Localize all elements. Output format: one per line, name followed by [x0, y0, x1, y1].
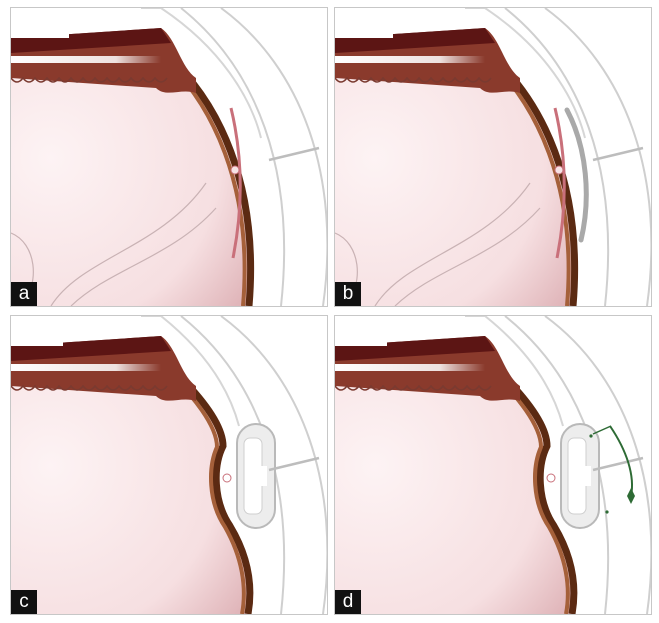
lens-highlight [335, 364, 485, 371]
top-white-mask [11, 8, 69, 38]
panel-d: d [334, 315, 652, 615]
buckle-notch [579, 466, 591, 486]
top-white-mask [335, 316, 387, 346]
suture-entry-bottom [605, 510, 608, 513]
suture [610, 426, 632, 496]
suture-bar [593, 426, 611, 434]
retinal-break [223, 474, 231, 482]
panel-label-c: c [11, 590, 37, 614]
muscle-marker [593, 458, 643, 470]
panel-a: a [10, 7, 328, 307]
lens-highlight [11, 56, 161, 63]
buckle-notch [255, 466, 267, 486]
eye-cross-section-d [335, 316, 651, 614]
panel-label-b: b [335, 282, 361, 306]
muscle-marker [269, 148, 319, 160]
top-white-mask [335, 8, 393, 38]
muscle-marker [593, 148, 643, 160]
eye-cross-section-a [11, 8, 327, 306]
eye-cross-section-c [11, 316, 327, 614]
retinal-break [231, 166, 239, 174]
fundus [335, 48, 577, 306]
panel-label-a: a [11, 282, 37, 306]
panel-label-d: d [335, 590, 361, 614]
lens-highlight [335, 56, 485, 63]
suture-knot-icon [627, 488, 635, 504]
panel-c: c [10, 315, 328, 615]
retinal-break [547, 474, 555, 482]
fundus [11, 48, 253, 306]
lens-highlight [11, 364, 161, 371]
panel-b: b [334, 7, 652, 307]
suture-entry-top [589, 434, 592, 437]
eye-cross-section-b [335, 8, 651, 306]
muscle-marker [269, 458, 319, 470]
retinal-break [555, 166, 563, 174]
top-white-mask [11, 316, 63, 346]
